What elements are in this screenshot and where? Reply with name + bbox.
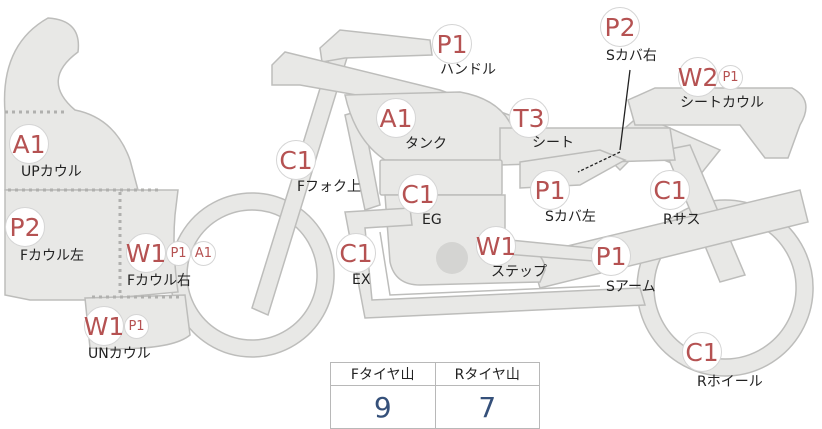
un-cowl-grade-badge: P1 [124, 314, 149, 339]
s-cover-left-grade-badge: P1 [530, 170, 570, 210]
r-wheel-label: Rホイール [697, 374, 763, 390]
handle-label: ハンドル [440, 62, 496, 78]
front-tire-value: 9 [330, 385, 436, 429]
seat-grade-badge: T3 [509, 98, 549, 138]
swing-arm-label: Sアーム [606, 279, 656, 295]
s-cover-left-label: Sカバ左 [545, 209, 596, 225]
r-wheel-grade-badge: C1 [682, 332, 722, 372]
r-suspension-grade-badge: C1 [650, 170, 690, 210]
f-cowl-right-grade-badge: P1 [166, 241, 191, 266]
front-tire-header: Fタイヤ山 [330, 362, 436, 386]
seat-shape [499, 127, 676, 166]
seat-cowl-label: シートカウル [680, 95, 764, 111]
step-grade-badge: W1 [476, 226, 516, 266]
rear-tire-header: Rタイヤ山 [434, 362, 540, 386]
s-cover-right-label: Sカバ右 [606, 48, 657, 64]
r-suspension-label: Rサス [663, 212, 701, 228]
f-cowl-right-grade-badge: A1 [191, 241, 216, 266]
un-cowl-grade-badge: W1 [84, 306, 124, 346]
up-cowl-label: UPカウル [21, 164, 82, 180]
tire-tread-table: Fタイヤ山 Rタイヤ山 9 7 [330, 362, 540, 429]
f-cowl-left-label: Fカウル左 [20, 248, 85, 264]
exhaust-grade-badge: C1 [336, 233, 376, 273]
f-cowl-left-grade-badge: P2 [5, 207, 45, 247]
leader-line [577, 151, 621, 173]
exhaust-label: EX [352, 272, 371, 288]
handlebar-shape [319, 29, 433, 63]
seat-label: シート [532, 135, 574, 151]
engine-grade-badge: C1 [398, 174, 438, 214]
front-wheel [169, 192, 335, 358]
swing-arm-grade-badge: P1 [591, 236, 631, 276]
step-label: ステップ [491, 264, 547, 280]
exhaust-inner-shape [379, 231, 601, 296]
f-fork-upper-label: Fフォク上 [297, 179, 362, 195]
f-cowl-right-grade-badge: W1 [126, 233, 166, 273]
exhaust-shape [344, 207, 646, 319]
tank-grade-badge: A1 [376, 98, 416, 138]
seat-cowl-grade-badge: P1 [718, 65, 743, 90]
f-fork-upper-grade-badge: C1 [276, 140, 316, 180]
leader-line [619, 69, 631, 151]
tank-label: タンク [405, 136, 447, 152]
handle-grade-badge: P1 [432, 24, 472, 64]
f-cowl-right-label: Fカウル右 [127, 273, 192, 289]
up-cowl-grade-badge: A1 [9, 124, 49, 164]
seat-cowl-shape [627, 87, 807, 159]
s-cover-right-grade-badge: P2 [600, 7, 640, 47]
un-cowl-label: UNカウル [88, 346, 151, 362]
engine-label: EG [422, 212, 442, 228]
seat-cowl-grade-badge: W2 [678, 57, 718, 97]
rear-tire-value: 7 [434, 385, 540, 429]
engine-case-shape [436, 242, 468, 274]
